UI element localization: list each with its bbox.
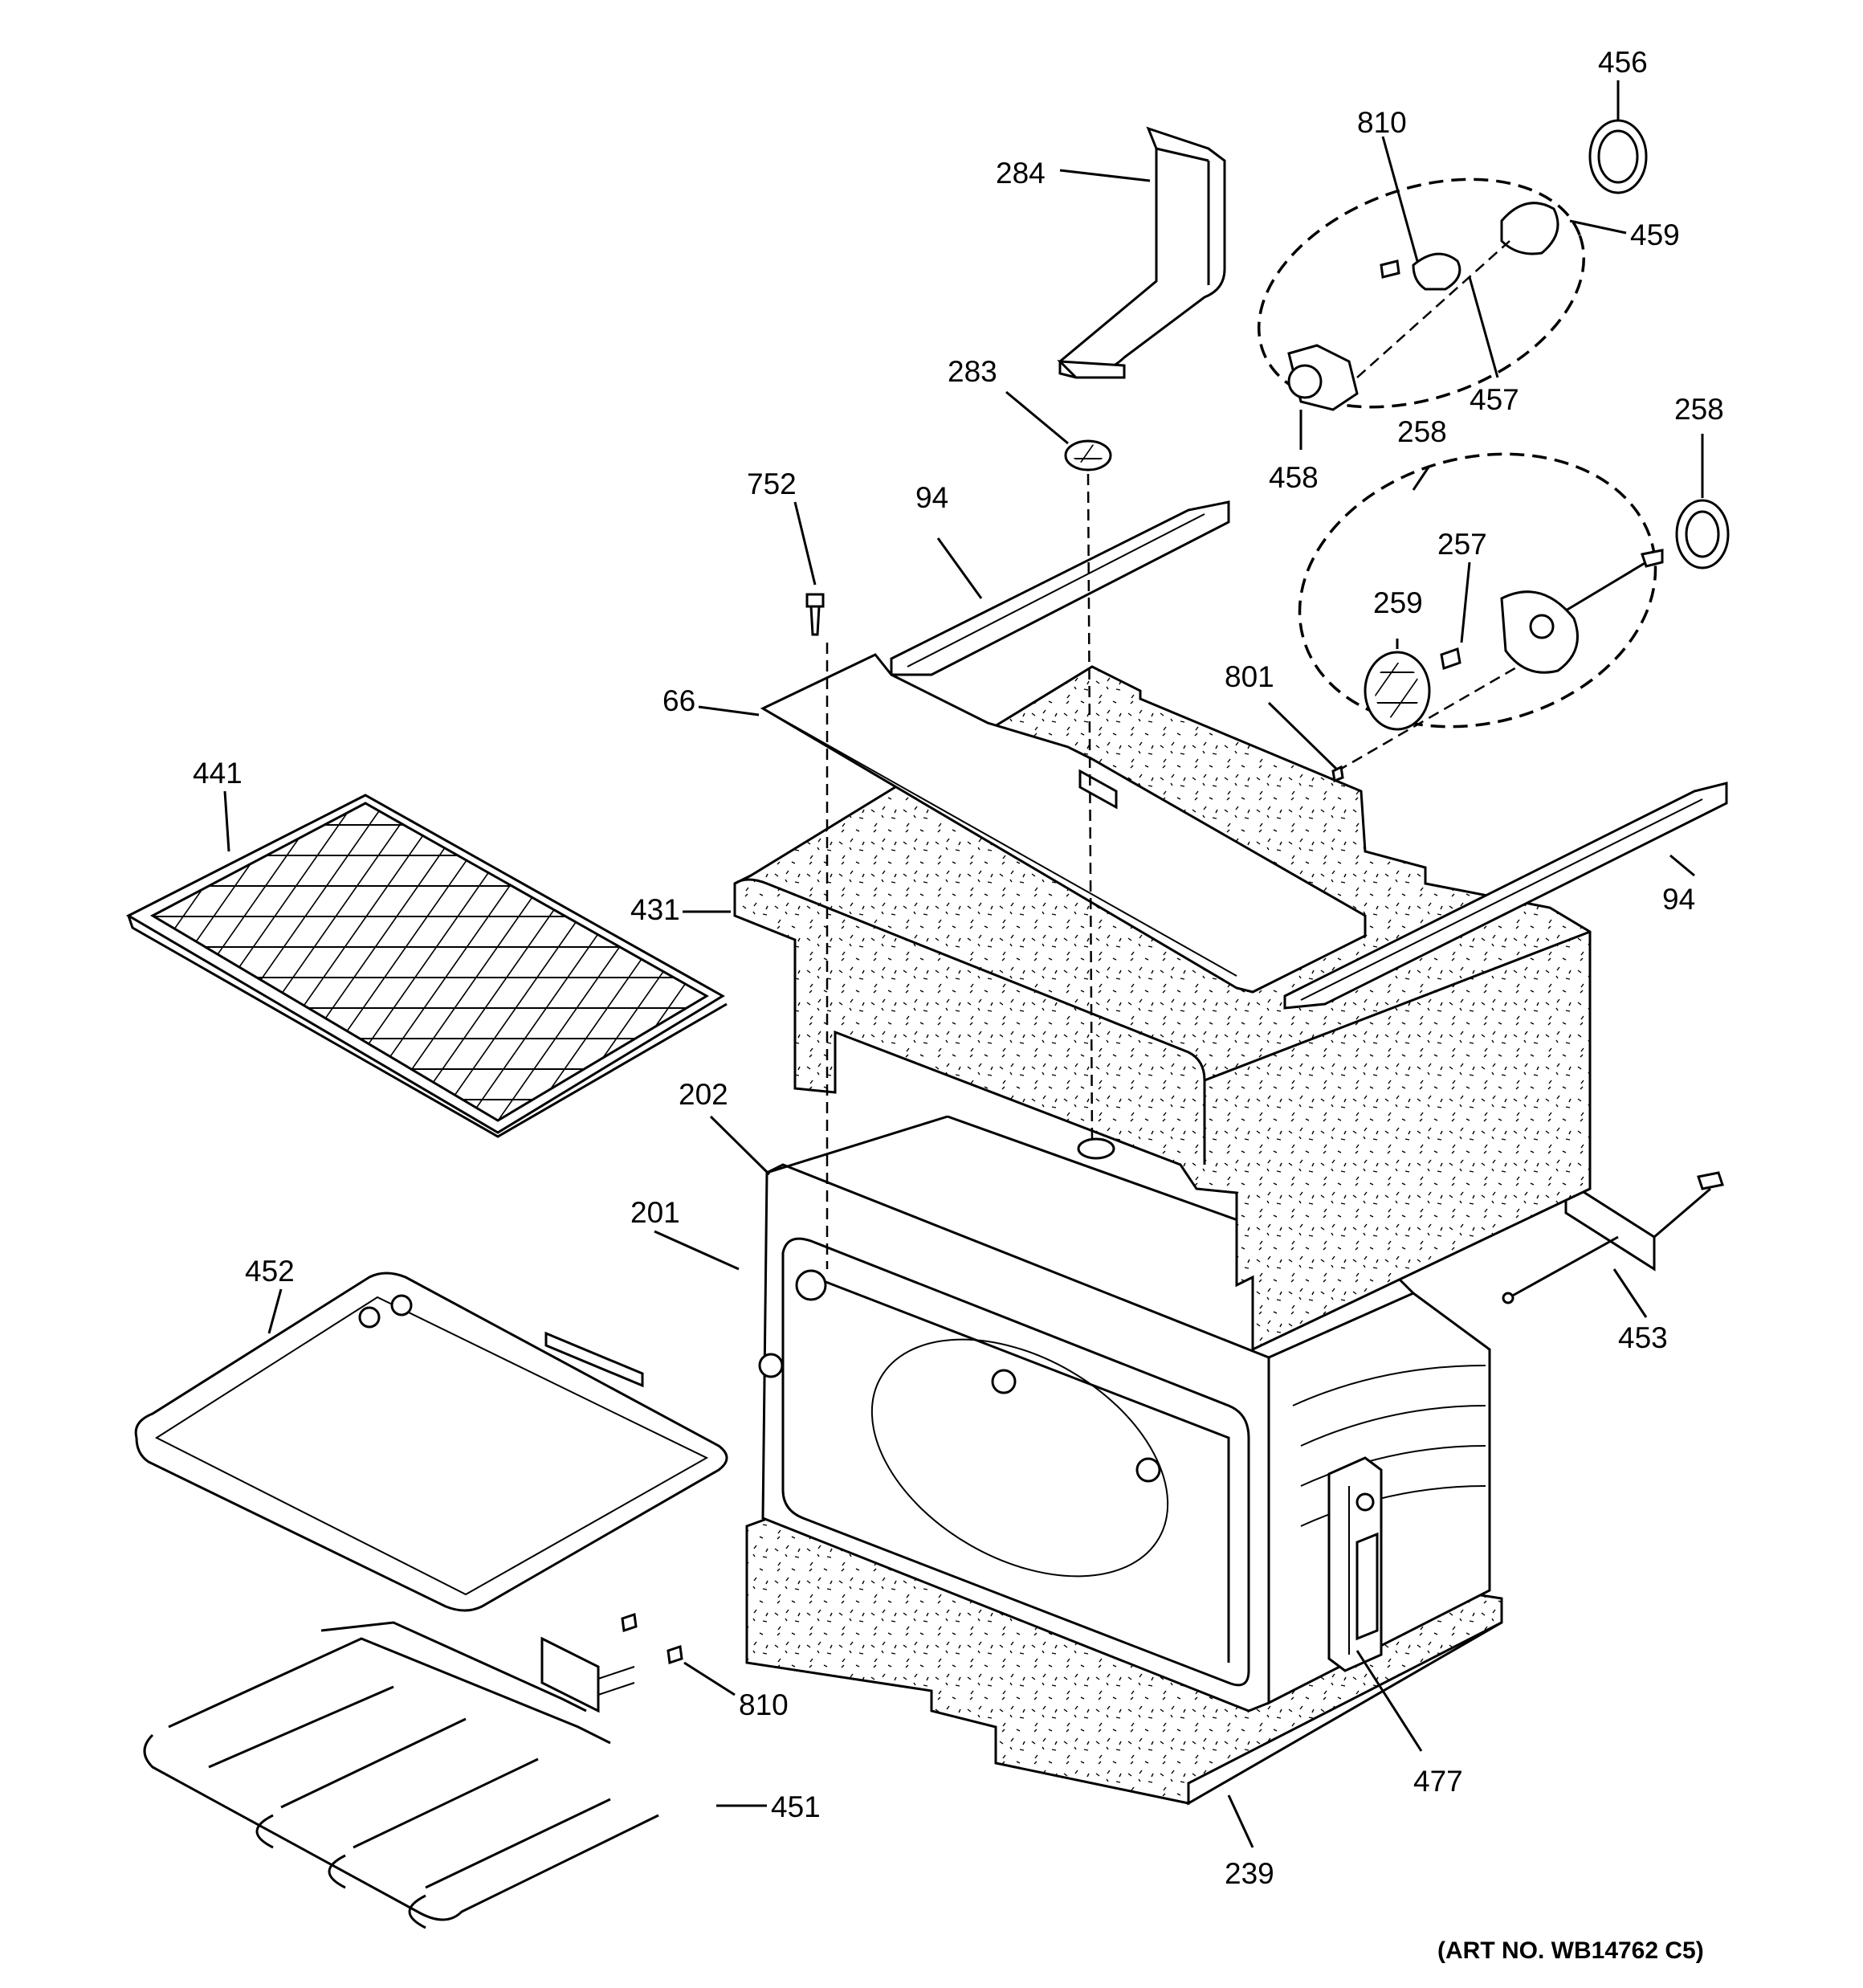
label-239: 239 — [1225, 1857, 1274, 1890]
label-431: 431 — [630, 893, 680, 926]
label-810-lower: 810 — [739, 1688, 789, 1721]
bake-element — [143, 1621, 659, 1929]
label-458: 458 — [1269, 461, 1319, 494]
oven-rack — [125, 794, 728, 1138]
side-rail-right — [1283, 782, 1728, 1010]
alignment-lines — [826, 473, 1094, 1269]
screws-810-lower — [621, 1613, 683, 1664]
label-202: 202 — [679, 1078, 728, 1111]
art-number: (ART NO. WB14762 C5) — [1437, 1937, 1704, 1964]
label-94-right: 94 — [1662, 883, 1695, 916]
vent-mesh — [1064, 439, 1112, 471]
door-latch-assembly — [1327, 1456, 1383, 1672]
label-752: 752 — [747, 467, 797, 500]
label-801: 801 — [1225, 660, 1274, 693]
label-452: 452 — [245, 1255, 295, 1288]
element-cover — [134, 1272, 728, 1612]
part-labels: 456 810 284 459 283 457 458 258 258 752 … — [193, 46, 1724, 1964]
label-459: 459 — [1630, 218, 1680, 251]
label-457: 457 — [1470, 383, 1519, 416]
leader-lines — [223, 80, 1704, 1848]
label-810-upper: 810 — [1357, 106, 1407, 139]
label-451: 451 — [771, 1790, 821, 1823]
label-258-right: 258 — [1674, 393, 1724, 426]
label-453: 453 — [1618, 1321, 1668, 1354]
label-66: 66 — [662, 684, 695, 717]
label-284: 284 — [996, 157, 1046, 190]
light-assembly-upper — [1257, 119, 1648, 411]
label-258-left: 258 — [1397, 415, 1447, 448]
label-441: 441 — [193, 757, 243, 790]
label-456: 456 — [1598, 46, 1648, 79]
label-259: 259 — [1373, 586, 1423, 619]
label-94-top: 94 — [915, 481, 948, 514]
insulation-wrap — [733, 665, 1592, 1352]
label-283: 283 — [948, 355, 997, 388]
screw-752 — [805, 593, 825, 636]
sensor-bracket — [1502, 1171, 1724, 1304]
vent-duct — [1057, 126, 1226, 379]
label-201: 201 — [630, 1196, 680, 1229]
side-rail-left — [890, 500, 1230, 676]
light-assembly-lower — [1298, 452, 1730, 783]
label-257: 257 — [1437, 528, 1487, 561]
label-477: 477 — [1413, 1765, 1463, 1798]
